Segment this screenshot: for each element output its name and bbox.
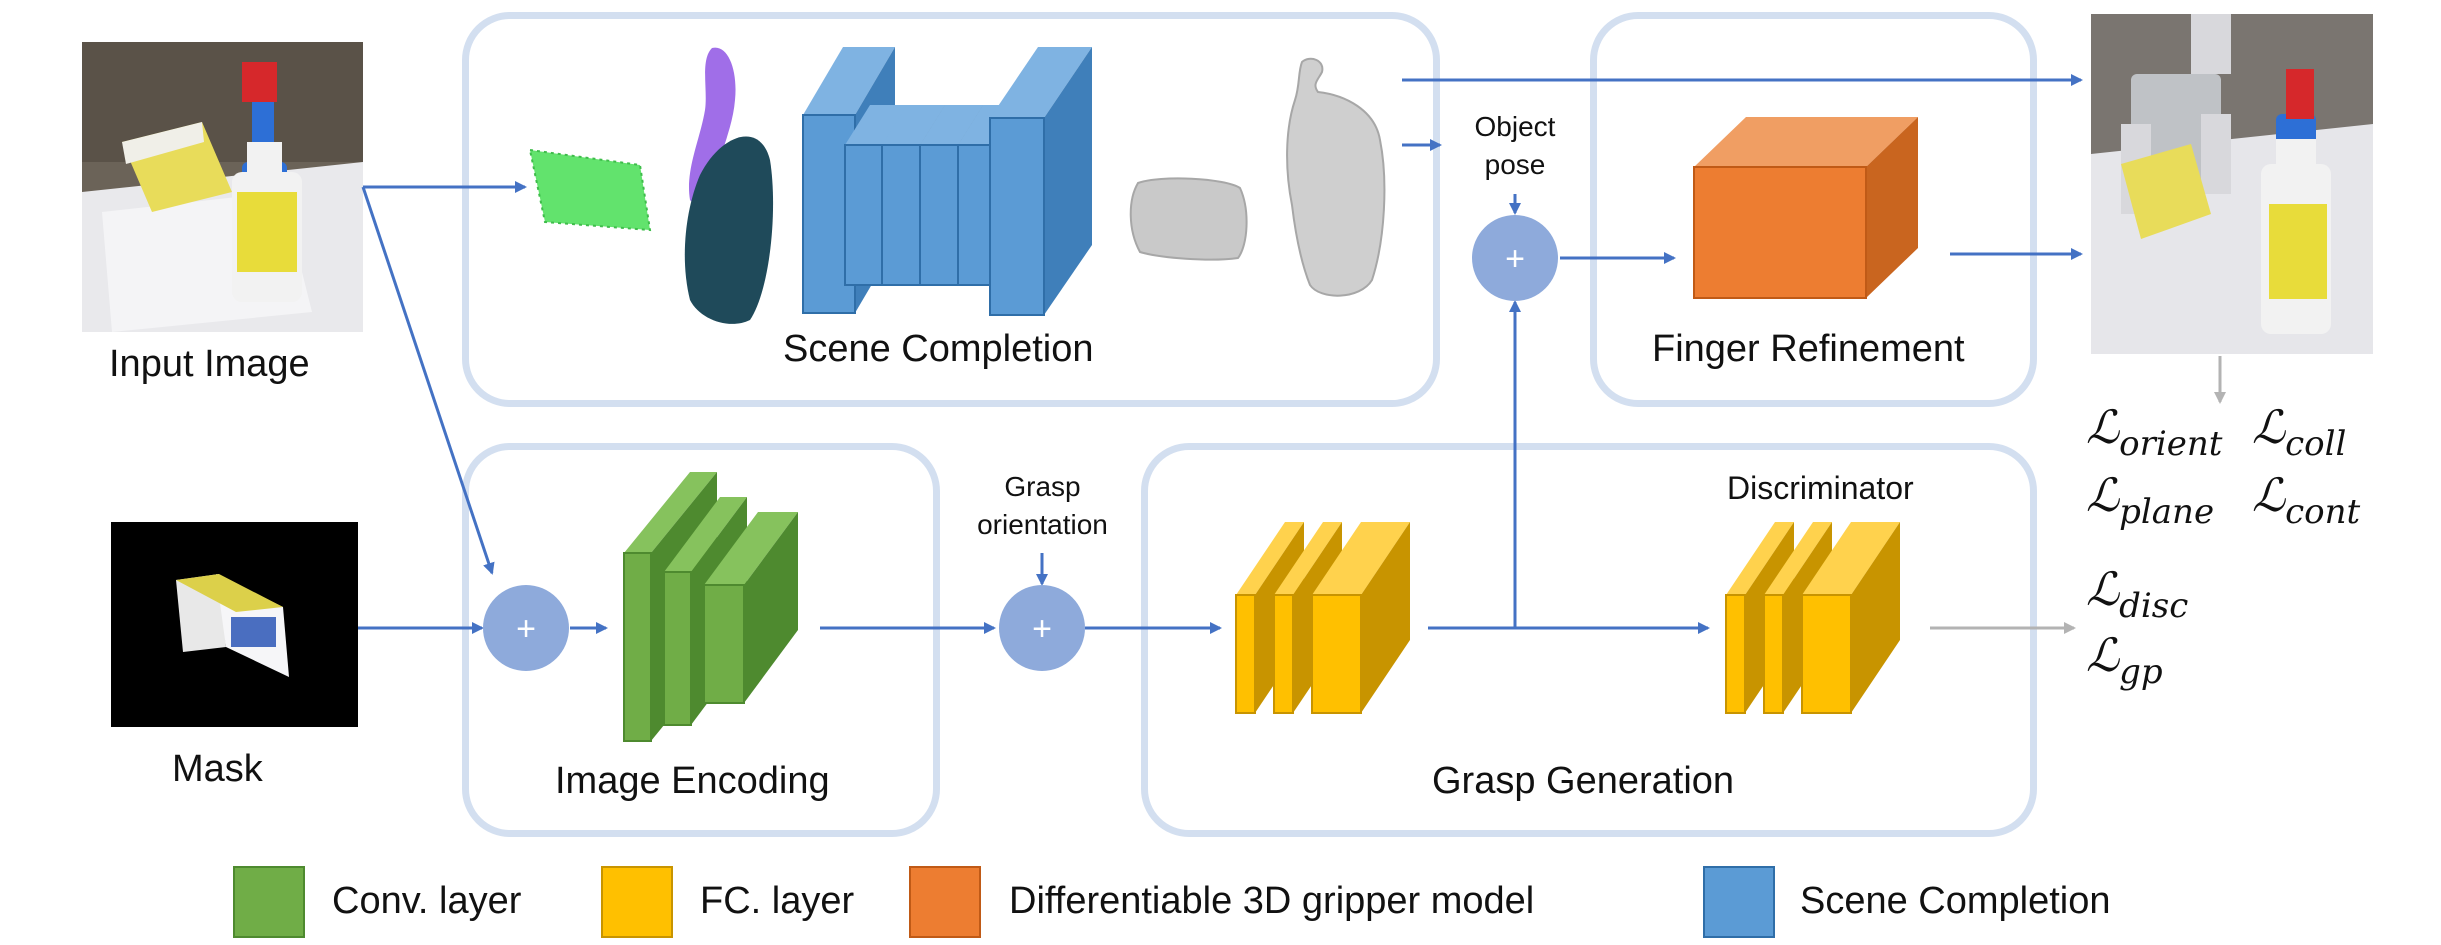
mask-image <box>111 522 358 727</box>
scene-completion-label: Scene Completion <box>783 328 1094 370</box>
object-pose-label: Object pose <box>1474 111 1556 180</box>
legend-label-scene: Scene Completion <box>1800 880 2111 922</box>
completed-shapes <box>1129 57 1386 297</box>
legend-swatch-conv <box>233 866 305 938</box>
grasp-orientation-label: Grasp orientation <box>977 471 1108 540</box>
legend-swatch-fc <box>601 866 673 938</box>
input-image-label: Input Image <box>109 343 310 385</box>
partial-point-cloud-green <box>528 148 652 232</box>
legend-label-conv: Conv. layer <box>332 880 522 922</box>
loss-cont: ℒcont <box>2252 468 2361 532</box>
mask-label: Mask <box>172 748 263 790</box>
input-image <box>82 42 363 332</box>
svg-text:+: + <box>516 610 536 648</box>
partial-point-cloud-purple <box>684 47 774 324</box>
loss-gp: ℒgp <box>2086 628 2163 692</box>
output-grasp-image <box>2091 14 2373 354</box>
legend-label-fc: FC. layer <box>700 880 855 922</box>
svg-text:+: + <box>1505 240 1525 278</box>
grasp-generation-label: Grasp Generation <box>1432 760 1735 802</box>
differentiable-gripper-model <box>1693 117 1918 299</box>
loss-disc: ℒdisc <box>2086 562 2189 626</box>
loss-plane: ℒplane <box>2086 468 2215 532</box>
image-encoding-label: Image Encoding <box>555 760 830 802</box>
gray-arrows <box>1930 356 2226 634</box>
image-encoding-network <box>623 472 798 742</box>
plus-circle-encoding: + <box>483 585 569 671</box>
plus-circle-pose: + <box>1472 215 1558 301</box>
loss-orient: ℒorient <box>2086 400 2223 464</box>
scene-completion-network <box>802 47 1092 316</box>
loss-coll: ℒcoll <box>2252 400 2347 464</box>
plus-circle-orientation: + <box>999 585 1085 671</box>
discriminator-network <box>1725 522 1900 714</box>
finger-refinement-label: Finger Refinement <box>1652 328 1965 370</box>
legend-label-gripper: Differentiable 3D gripper model <box>1009 880 1535 922</box>
arrows <box>358 74 2083 634</box>
discriminator-label: Discriminator <box>1727 470 1914 506</box>
svg-text:+: + <box>1032 610 1052 648</box>
legend-swatch-gripper <box>909 866 981 938</box>
legend-swatch-scene <box>1703 866 1775 938</box>
grasp-generation-network <box>1235 522 1410 714</box>
